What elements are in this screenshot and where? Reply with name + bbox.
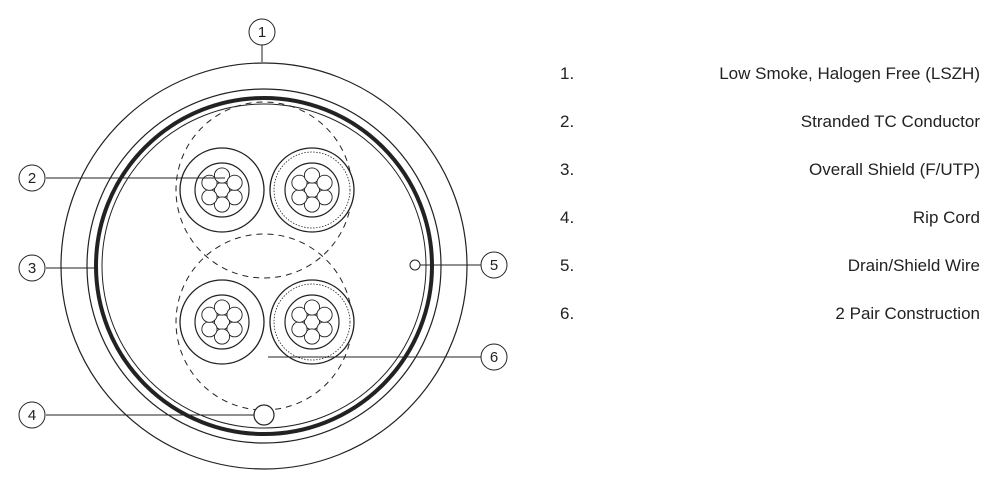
conductor-strand bbox=[316, 174, 333, 191]
legend-label: Rip Cord bbox=[912, 208, 980, 227]
conductor-strand bbox=[291, 321, 308, 338]
overall-shield bbox=[94, 96, 434, 436]
legend-row-5: 5. Drain/Shield Wire bbox=[560, 252, 980, 300]
conductor-strand bbox=[213, 167, 231, 184]
legend-number: 4. bbox=[560, 208, 575, 227]
svg-text:5: 5 bbox=[490, 257, 498, 274]
callout-4: 4 bbox=[18, 401, 46, 429]
conductor-strand bbox=[291, 174, 308, 191]
legend-number: 5. bbox=[560, 256, 575, 275]
legend-row-4: 4. Rip Cord bbox=[560, 204, 980, 252]
conductor-strand bbox=[201, 321, 218, 338]
drain-wire bbox=[409, 259, 421, 271]
conductor-strand bbox=[226, 306, 243, 323]
conductor-strand bbox=[213, 196, 231, 213]
conductor-strand bbox=[303, 196, 321, 213]
callout-3: 3 bbox=[18, 254, 46, 282]
svg-text:3: 3 bbox=[28, 260, 36, 277]
legend-label: 2 Pair Construction bbox=[835, 304, 980, 323]
shield-inner-edge bbox=[101, 103, 427, 429]
insulated-conductor bbox=[269, 147, 355, 233]
legend-label: Overall Shield (F/UTP) bbox=[809, 160, 980, 179]
inner-jacket-edge bbox=[86, 88, 442, 444]
cable-cross-section-diagram: 1 2 3 4 5 6 bbox=[18, 18, 508, 470]
insulated-conductor bbox=[269, 279, 355, 365]
legend-number: 6. bbox=[560, 304, 575, 323]
conductor-strand bbox=[291, 306, 308, 323]
svg-text:1: 1 bbox=[258, 24, 266, 41]
legend-row-6: 6. 2 Pair Construction bbox=[560, 300, 980, 348]
conductor-strand bbox=[213, 328, 231, 345]
callout-5: 5 bbox=[480, 251, 508, 279]
outer-jacket bbox=[60, 62, 468, 470]
callout-1: 1 bbox=[248, 18, 276, 46]
legend-number: 3. bbox=[560, 160, 575, 179]
legend-label: Stranded TC Conductor bbox=[800, 112, 980, 131]
rip-cord bbox=[253, 404, 275, 426]
conductor-strand bbox=[291, 189, 308, 206]
legend-number: 2. bbox=[560, 112, 575, 131]
conductor-strand bbox=[201, 189, 218, 206]
callout-2: 2 bbox=[18, 164, 46, 192]
legend-row-3: 3. Overall Shield (F/UTP) bbox=[560, 156, 980, 204]
conductor-strand bbox=[201, 174, 218, 191]
legend-row-1: 1. Low Smoke, Halogen Free (LSZH) bbox=[560, 60, 980, 108]
legend-row-2: 2. Stranded TC Conductor bbox=[560, 108, 980, 156]
svg-text:4: 4 bbox=[28, 407, 36, 424]
legend-number: 1. bbox=[560, 64, 575, 83]
conductor-strand bbox=[316, 306, 333, 323]
insulated-conductor bbox=[179, 279, 265, 365]
conductor-strand bbox=[303, 328, 321, 345]
svg-text:2: 2 bbox=[28, 170, 36, 187]
svg-text:6: 6 bbox=[490, 349, 498, 366]
insulated-conductor bbox=[179, 147, 265, 233]
conductor-strand bbox=[213, 299, 231, 316]
legend: 1. Low Smoke, Halogen Free (LSZH) 2. Str… bbox=[560, 60, 980, 348]
conductor-strand bbox=[226, 174, 243, 191]
conductor-strand bbox=[303, 299, 321, 316]
legend-label: Low Smoke, Halogen Free (LSZH) bbox=[719, 64, 980, 83]
callout-6: 6 bbox=[480, 343, 508, 371]
legend-label: Drain/Shield Wire bbox=[847, 256, 980, 275]
conductor-strand bbox=[303, 167, 321, 184]
conductor-strand bbox=[201, 306, 218, 323]
